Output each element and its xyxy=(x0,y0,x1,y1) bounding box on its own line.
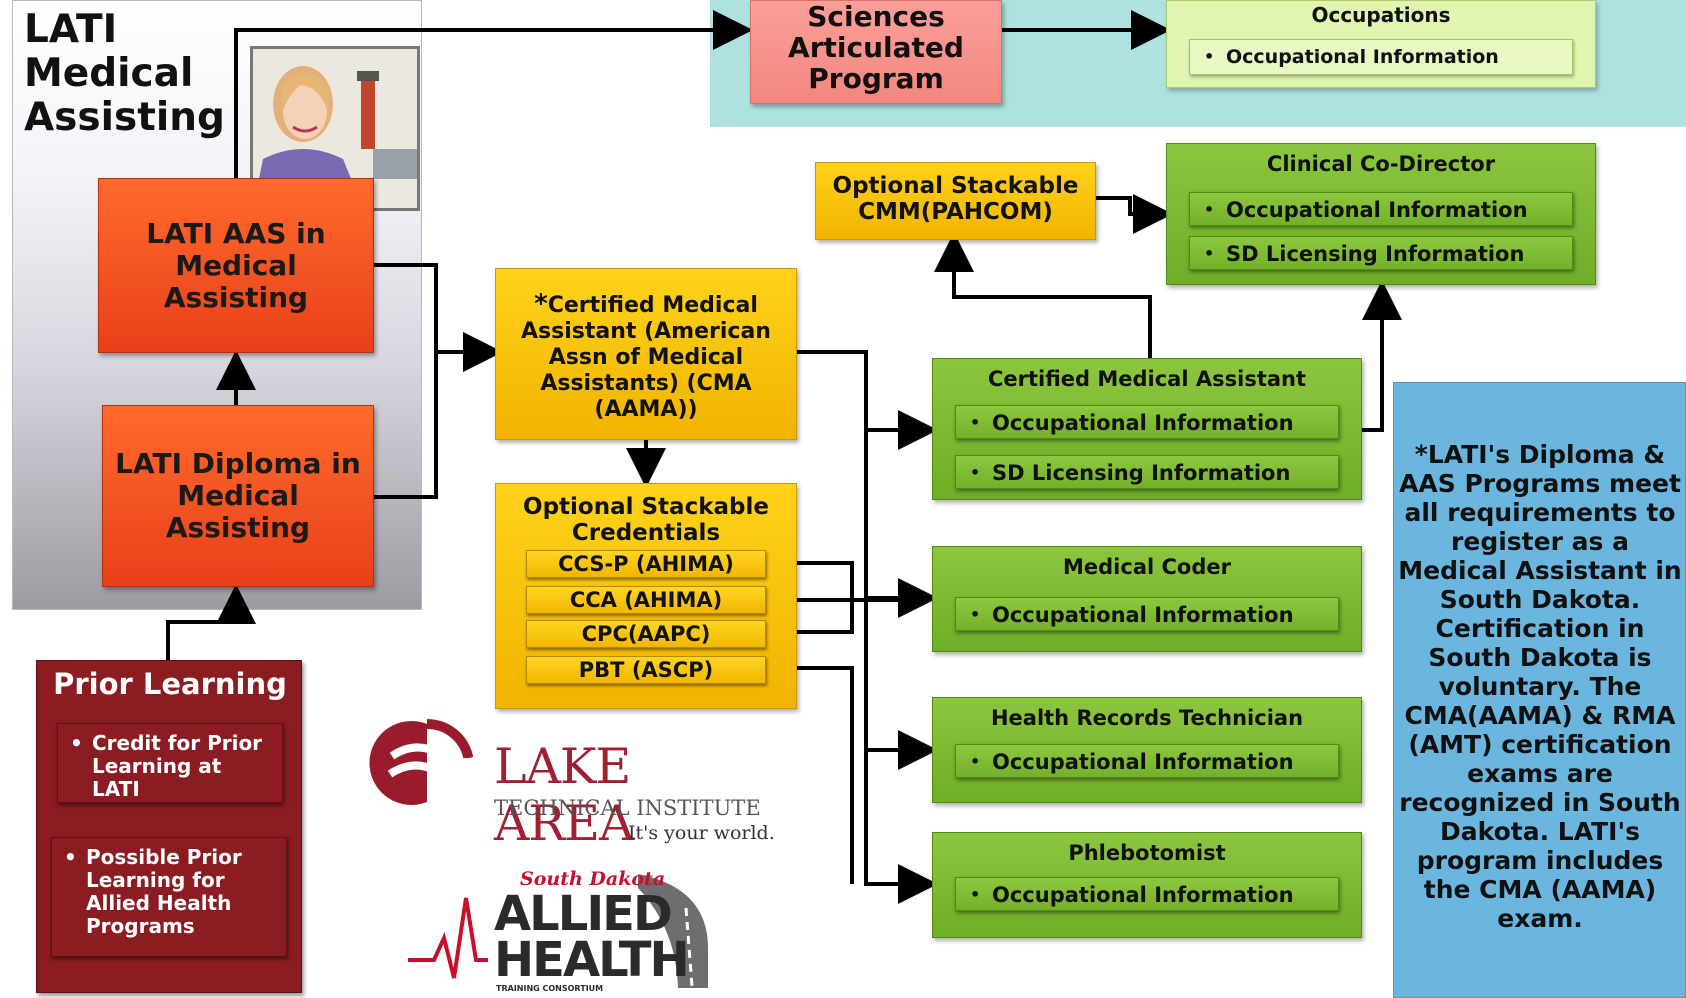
prior-learning-title: Prior Learning xyxy=(53,667,287,701)
career-item-occupational-info[interactable]: •Occupational Information xyxy=(955,597,1339,631)
career-title: Clinical Co-Director xyxy=(1266,152,1496,176)
credential-pbt[interactable]: PBT (ASCP) xyxy=(526,656,766,684)
line-prior-to-diploma xyxy=(166,584,256,660)
career-title: Health Records Technician xyxy=(990,706,1304,730)
stackable-credentials-title: Optional Stackable Credentials xyxy=(523,494,769,546)
credential-cpc[interactable]: CPC(AAPC) xyxy=(526,620,766,648)
prior-learning-item-label: Possible Prior Learning for Allied Healt… xyxy=(86,845,242,938)
career-item-licensing-info[interactable]: •SD Licensing Information xyxy=(955,455,1339,489)
career-phlebotomist: Phlebotomist •Occupational Information xyxy=(932,832,1362,938)
career-title: Certified Medical Assistant xyxy=(987,367,1307,391)
diploma-program-label: LATI Diploma in Medical Assisting xyxy=(115,447,361,544)
line-cma-career-to-codirector xyxy=(1362,280,1402,432)
articulated-program-label: Sciences Articulated Program xyxy=(788,0,964,95)
certification-note: *LATI's Diploma & AAS Programs meet all … xyxy=(1398,440,1682,933)
career-clinical-co-director: Clinical Co-Director •Occupational Infor… xyxy=(1166,143,1596,285)
career-item-occupational-info[interactable]: •Occupational Information xyxy=(1189,192,1573,226)
career-title: Phlebotomist xyxy=(1068,841,1226,865)
diploma-program-box[interactable]: LATI Diploma in Medical Assisting xyxy=(102,405,374,587)
line-diploma-to-cma xyxy=(374,352,438,499)
consortium-text: TRAINING CONSORTIUM xyxy=(496,984,604,993)
page-title: LATI Medical Assisting xyxy=(24,7,225,140)
career-health-records-technician: Health Records Technician •Occupational … xyxy=(932,697,1362,803)
occupations-box: Occupations • Occupational Information xyxy=(1166,0,1596,88)
career-item-licensing-info[interactable]: •SD Licensing Information xyxy=(1189,236,1573,270)
stackable-cmm-label: Optional Stackable CMM(PAHCOM) xyxy=(832,173,1079,225)
aas-program-label: LATI AAS in Medical Assisting xyxy=(146,216,326,314)
career-certified-medical-assistant: Certified Medical Assistant •Occupationa… xyxy=(932,358,1362,500)
prior-learning-item-credit[interactable]: • Credit for Prior Learning at LATI xyxy=(57,723,283,803)
allied-script-text: South Dakota xyxy=(520,868,666,890)
career-item-occupational-info[interactable]: •Occupational Information xyxy=(955,877,1339,911)
credential-cca[interactable]: CCA (AHIMA) xyxy=(526,586,766,614)
stackable-credentials-box: Optional Stackable Credentials CCS-P (AH… xyxy=(495,483,797,709)
credential-ccs-p[interactable]: CCS-P (AHIMA) xyxy=(526,550,766,578)
stackable-cmm-box[interactable]: Optional Stackable CMM(PAHCOM) xyxy=(815,162,1096,240)
heartbeat-road-icon xyxy=(408,874,708,988)
lake-area-emblem-icon xyxy=(369,718,483,805)
line-aas-to-cma xyxy=(374,263,503,372)
allied-health-logo: South Dakota ALLIED HEALTH TRAINING CONS… xyxy=(408,868,718,996)
line-cma-career-to-cmm xyxy=(934,232,1152,358)
occupations-title: Occupations xyxy=(1311,3,1451,27)
prior-learning-item-allied[interactable]: • Possible Prior Learning for Allied Hea… xyxy=(51,837,287,957)
allied-text: ALLIED xyxy=(494,886,673,942)
lake-area-name: LAKE AREA xyxy=(494,738,634,852)
articulated-program-box[interactable]: Sciences Articulated Program xyxy=(750,0,1002,104)
career-item-occupational-info[interactable]: •Occupational Information xyxy=(955,744,1339,778)
occupations-item-occupational-info[interactable]: • Occupational Information xyxy=(1189,39,1573,75)
cma-asterisk: * xyxy=(534,289,548,319)
lake-area-subtitle: TECHNICAL INSTITUTE xyxy=(494,796,761,820)
line-aas-to-articulated xyxy=(234,10,753,178)
career-item-occupational-info[interactable]: •Occupational Information xyxy=(955,405,1339,439)
line-cmm-to-codirector xyxy=(1096,194,1173,234)
lake-area-logo: LAKE AREA TECHNICAL INSTITUTE xyxy=(368,718,768,852)
lake-area-tagline: It's your world. xyxy=(628,822,775,844)
line-cma-to-careers xyxy=(797,350,938,904)
career-title: Medical Coder xyxy=(1063,555,1231,579)
career-medical-coder: Medical Coder •Occupational Information xyxy=(932,546,1362,652)
health-text: HEALTH xyxy=(494,932,690,988)
cma-credential-label: Certified Medical Assistant (American As… xyxy=(521,293,771,422)
prior-learning-box: Prior Learning • Credit for Prior Learni… xyxy=(36,660,302,993)
prior-learning-item-label: Credit for Prior Learning at LATI xyxy=(92,731,263,801)
cma-credential-box[interactable]: *Certified Medical Assistant (American A… xyxy=(495,268,797,440)
aas-program-box[interactable]: LATI AAS in Medical Assisting xyxy=(98,178,374,353)
